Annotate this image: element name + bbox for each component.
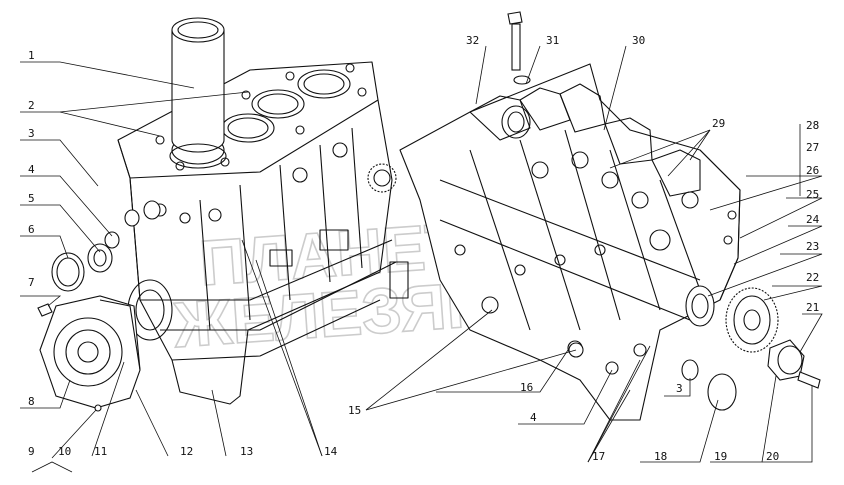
callout-3-right: 3 (676, 382, 683, 395)
callout-1: 1 (28, 49, 35, 62)
callout-6: 6 (28, 223, 35, 236)
callout-4-right: 4 (530, 411, 537, 424)
leader-lines (20, 45, 823, 473)
callout-9: 9 (28, 445, 35, 458)
callout-13: 13 (240, 445, 253, 458)
left-front-parts (37, 200, 161, 412)
callout-26: 26 (806, 164, 819, 177)
callout-20: 20 (766, 450, 779, 463)
main-bearing-bolt (507, 11, 531, 85)
callout-31: 31 (546, 34, 559, 47)
callout-32: 32 (466, 34, 479, 47)
callout-27: 27 (806, 141, 819, 154)
right-front-parts (568, 285, 821, 411)
callout-14: 14 (324, 445, 338, 458)
callout-2: 2 (28, 99, 35, 112)
callout-10: 10 (58, 445, 71, 458)
callout-29: 29 (712, 117, 725, 130)
callout-8: 8 (28, 395, 35, 408)
callout-17: 17 (592, 450, 605, 463)
callout-4: 4 (28, 163, 35, 176)
callout-labels: 1 2 3 4 5 6 7 8 9 10 11 12 13 14 15 16 4… (28, 34, 820, 463)
callout-22: 22 (806, 271, 819, 284)
callout-23: 23 (806, 240, 819, 253)
cylinder-liner (169, 17, 227, 169)
callout-24: 24 (806, 213, 820, 226)
callout-21: 21 (806, 301, 819, 314)
callout-25: 25 (806, 188, 819, 201)
callout-28: 28 (806, 119, 819, 132)
callout-5: 5 (28, 192, 35, 205)
callout-3: 3 (28, 127, 35, 140)
right-cylinder-block (399, 63, 741, 421)
callout-30: 30 (632, 34, 645, 47)
callout-19: 19 (714, 450, 727, 463)
callout-7: 7 (28, 276, 35, 289)
callout-16: 16 (520, 381, 533, 394)
callout-15: 15 (348, 404, 361, 417)
callout-12: 12 (180, 445, 193, 458)
callout-18: 18 (654, 450, 667, 463)
callout-11: 11 (94, 445, 107, 458)
